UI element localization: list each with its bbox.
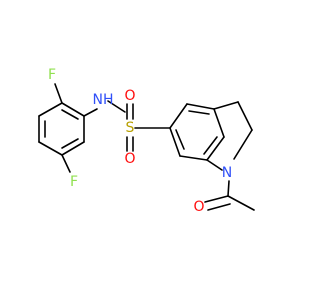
bond	[169, 103, 188, 129]
atom-label-text: S	[126, 120, 135, 136]
bond	[61, 154, 71, 173]
bond	[169, 127, 181, 157]
bond	[237, 101, 253, 131]
atom-label-nh: NH	[93, 92, 114, 108]
bond	[206, 136, 225, 161]
atom-label-n-ring: N	[222, 165, 232, 181]
atom-label-text: F	[48, 67, 56, 83]
atom-label-text: F	[70, 174, 78, 190]
bond	[213, 108, 225, 138]
molecule-diagram: F F NH S O O N O	[38, 67, 255, 215]
difluorophenyl-ring	[38, 102, 85, 156]
bond	[186, 103, 215, 110]
bond	[227, 195, 255, 211]
molecule-structure: F F NH S O O N O	[38, 67, 255, 215]
atom-label-sulfur: S	[126, 120, 135, 136]
bond	[61, 141, 85, 156]
bond	[107, 100, 126, 113]
bond	[61, 102, 85, 117]
atom-label-f-top: F	[48, 67, 56, 83]
pyrrolidine-ring	[206, 101, 253, 171]
bond	[207, 203, 231, 211]
bond	[206, 159, 223, 171]
atom-label-o-acetyl: O	[193, 199, 204, 215]
atom-label-text: O	[124, 151, 135, 167]
bond	[38, 141, 63, 156]
bond	[227, 180, 230, 197]
bond	[38, 102, 63, 117]
bond	[213, 101, 239, 110]
bond	[203, 136, 218, 155]
bond	[179, 155, 208, 161]
atom-label-text: NH	[93, 92, 114, 108]
bond	[175, 129, 185, 150]
atom-label-o-top: O	[124, 88, 135, 104]
indoline-benzene-ring	[169, 103, 225, 161]
bond	[188, 110, 210, 115]
atom-label-o-bottom: O	[124, 151, 135, 167]
atom-label-f-bottom: F	[70, 174, 78, 190]
atom-label-text: O	[193, 199, 204, 215]
bond	[54, 83, 63, 104]
atom-label-text: O	[124, 88, 135, 104]
bond	[233, 129, 253, 160]
bond	[83, 108, 98, 117]
bond	[61, 138, 79, 149]
atom-label-text: N	[222, 165, 232, 181]
bond	[204, 195, 229, 203]
bond	[61, 109, 79, 120]
